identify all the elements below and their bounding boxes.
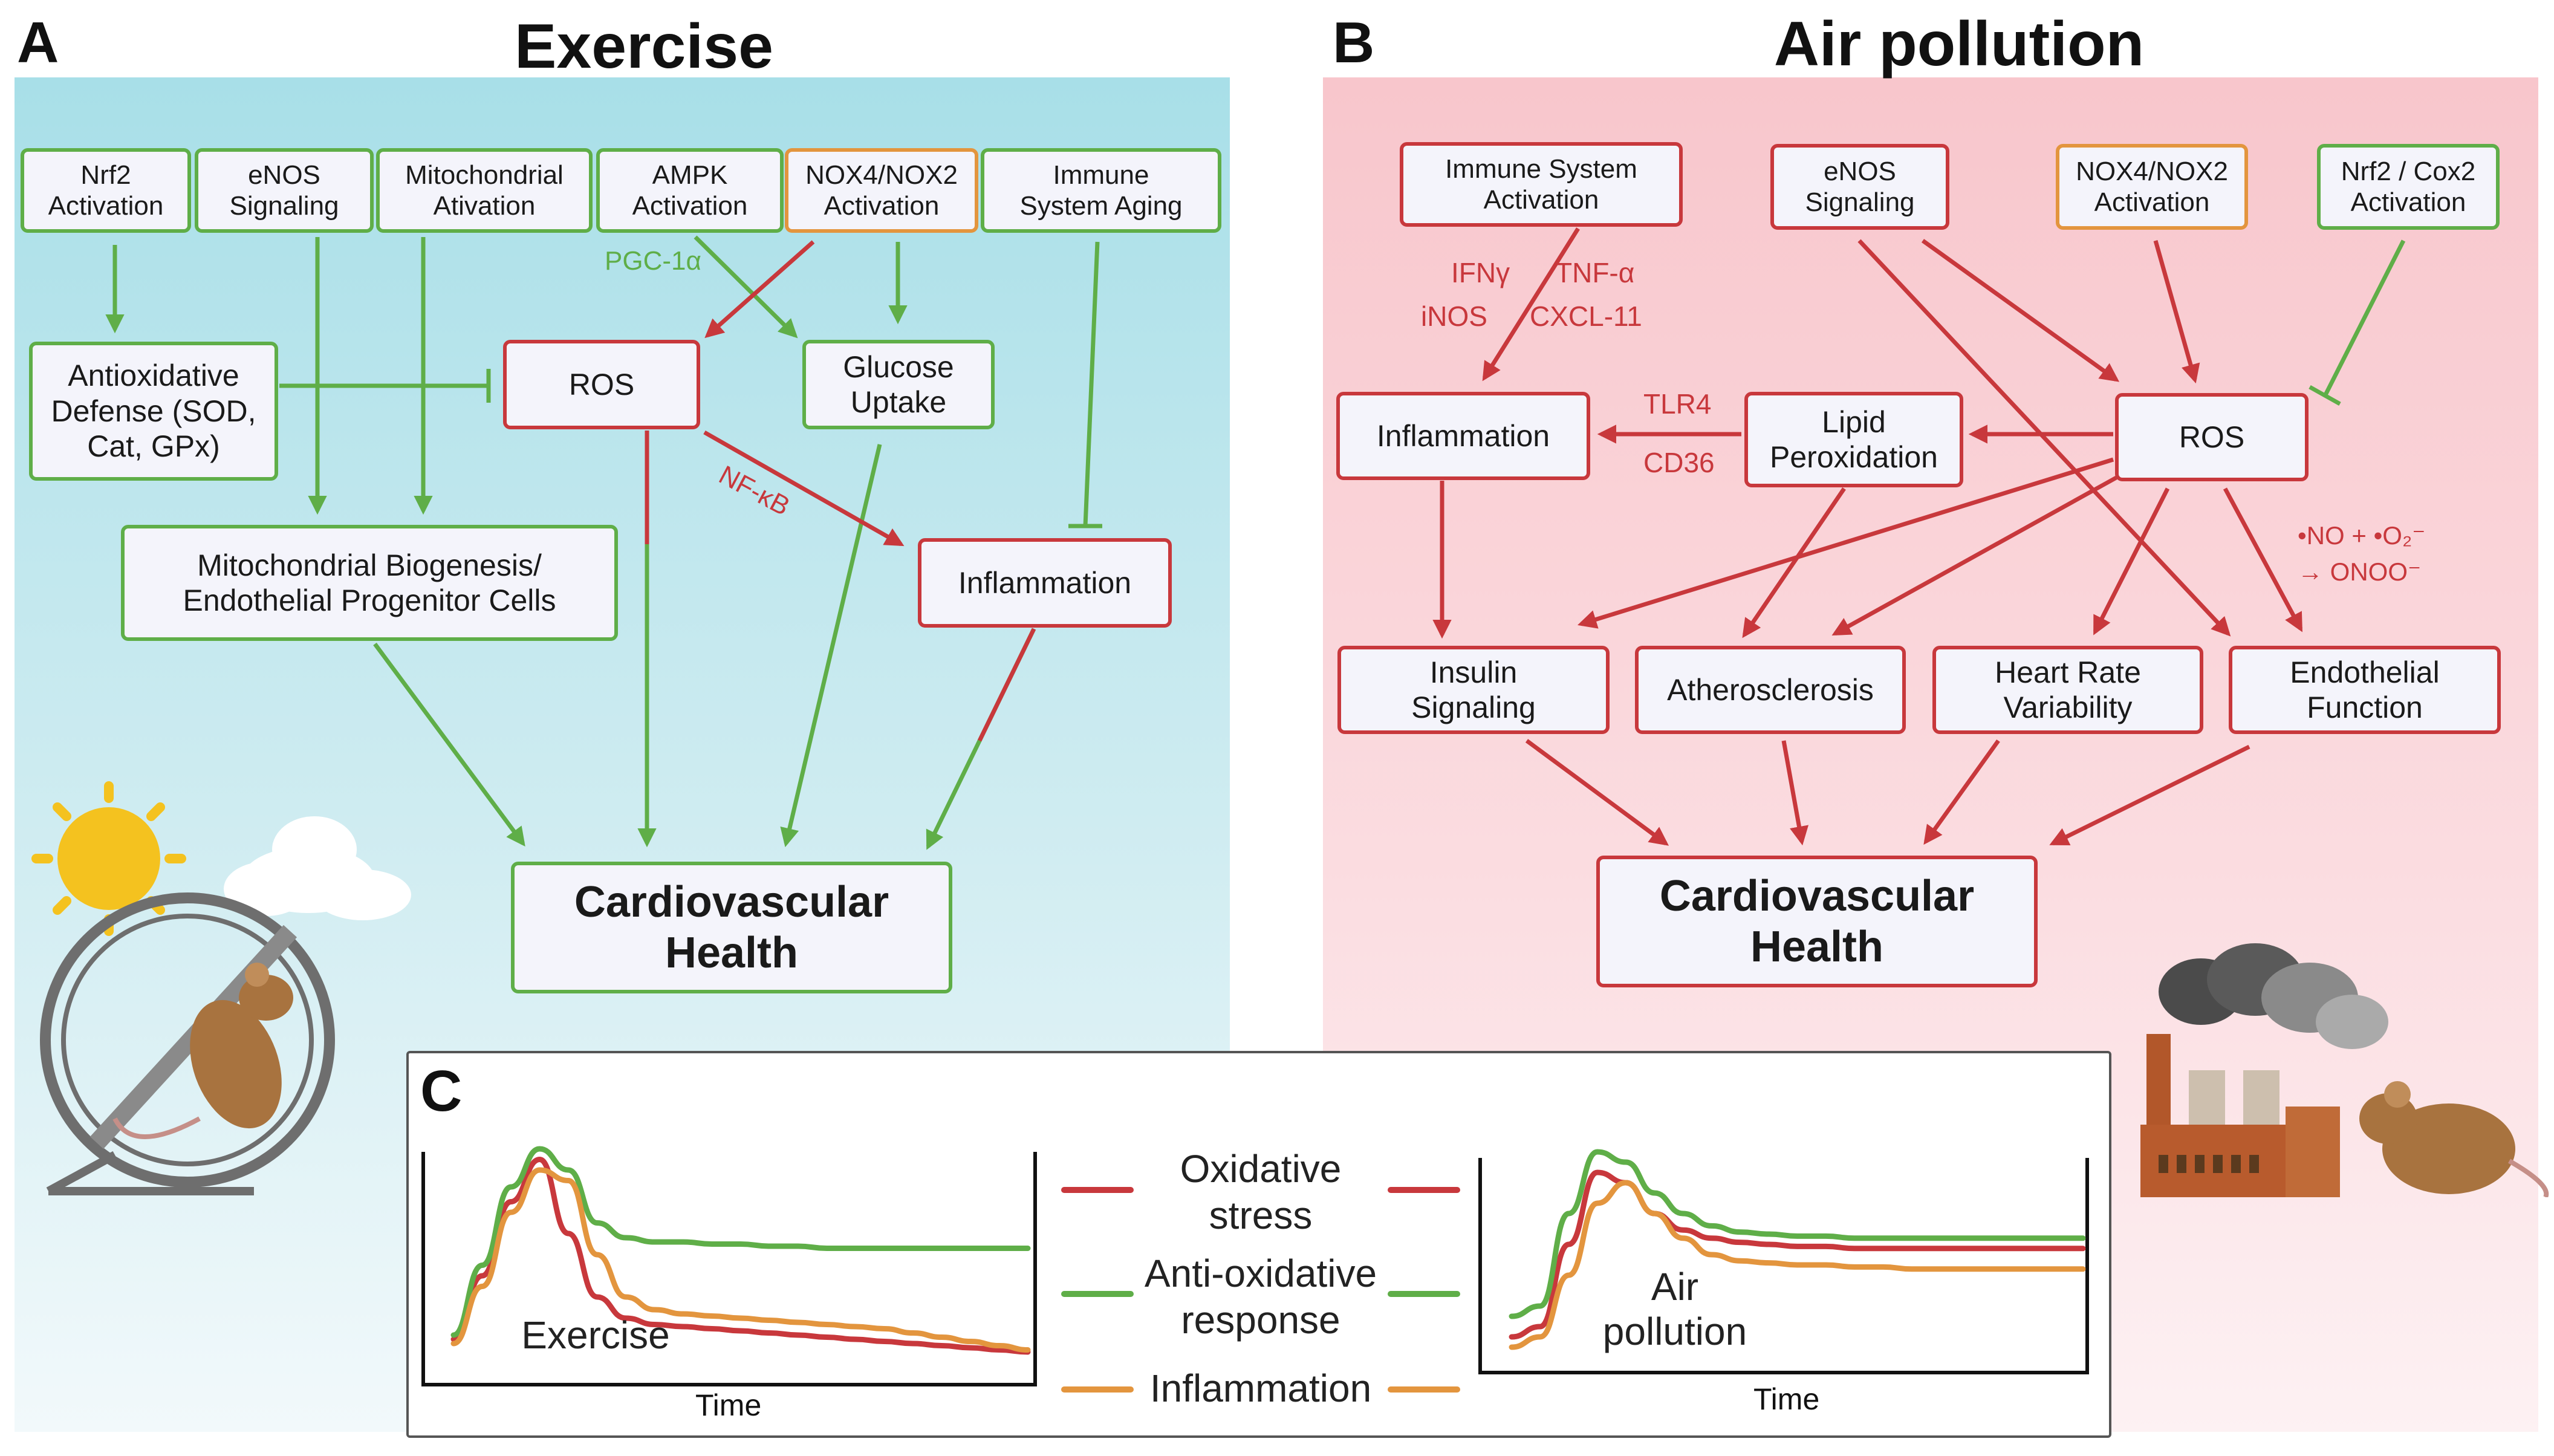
cloud-icon [224, 816, 411, 920]
chart1-series-anti-oxidative-response [450, 1146, 1031, 1338]
node-pollution-ros: ROS [2115, 393, 2309, 481]
node-ampk-activation: AMPK Activation [596, 148, 784, 233]
right-chart-label: Air pollution [1602, 1265, 1747, 1353]
arrow-insulin-cardio [1525, 739, 1669, 846]
mouse-icon [2359, 1081, 2549, 1197]
hamster-wheel-illustration [31, 781, 411, 1195]
node-immune-system-aging: Immune System Aging [981, 148, 1221, 233]
label-onoo: → ONOO⁻ [2298, 557, 2422, 586]
node-inflammation: Inflammation [918, 538, 1172, 628]
mouse-icon [112, 963, 293, 1139]
label-inos: iNOS [1421, 301, 1487, 332]
arrow-mito-cardio [373, 642, 525, 847]
factory-icon [2140, 1034, 2340, 1197]
panel-b-letter: B [1333, 10, 1375, 75]
panel-a-letter: A [17, 10, 59, 75]
node-immune-system-activation: Immune System Activation [1400, 142, 1683, 227]
node-mitochondrial-activation: Mitochondrial Ativation [376, 148, 593, 233]
arrow-nox-ros [2153, 240, 2200, 384]
node-pollution-nox-activation: NOX4/NOX2 Activation [2056, 144, 2248, 230]
label-no-o2: •NO + •O₂⁻ [2298, 521, 2426, 550]
inhibit-nrf2-ros [2322, 239, 2406, 397]
left-chart-label: Exercise [521, 1313, 670, 1357]
panel-a-title: Exercise [515, 11, 773, 82]
right-chart-xlabel: Time [1753, 1382, 1820, 1416]
chart1-series-inflammation [450, 1167, 1031, 1353]
line-inflammation-down [977, 628, 1036, 742]
inhibit-aging-inflammation [1083, 241, 1100, 527]
left-chart-axes [421, 1152, 1037, 1386]
node-glucose-uptake: Glucose Uptake [802, 340, 995, 429]
legend-inflammation: Inflammation [1149, 1367, 1372, 1410]
node-pollution-cardiovascular-health: Cardiovascular Health [1596, 856, 2038, 987]
node-nox-activation: NOX4/NOX2 Activation [785, 148, 978, 233]
node-nrf2-cox2-activation: Nrf2 / Cox2 Activation [2317, 144, 2500, 230]
panel-b-title: Air pollution [1773, 9, 2145, 79]
label-pgc1a: PGC-1α [605, 246, 701, 276]
label-cd36: CD36 [1643, 447, 1715, 478]
arrow-nox-ros [704, 240, 815, 339]
node-lipid-peroxidation: Lipid Peroxidation [1744, 392, 1963, 487]
node-mitochondrial-biogenesis: Mitochondrial Biogenesis/ Endothelial Pr… [121, 525, 618, 641]
node-nrf2-activation: Nrf2 Activation [21, 148, 191, 233]
panel-c-letter: C [420, 1059, 463, 1123]
node-cardiovascular-health: Cardiovascular Health [511, 862, 952, 993]
node-enos-signaling: eNOS Signaling [195, 148, 374, 233]
arrow-enos-endothelial [1857, 239, 2231, 637]
left-chart-xlabel: Time [695, 1388, 762, 1422]
factory-mouse-illustration [2140, 943, 2549, 1197]
arrow-ros-hrv [2093, 487, 2170, 635]
arrow-enos-ros [1921, 239, 2120, 382]
chart1-series-oxidative-stress [450, 1156, 1031, 1355]
node-heart-rate-variability: Heart Rate Variability [1932, 646, 2203, 734]
arrow-athero-cardio [1781, 740, 1809, 846]
node-pollution-inflammation: Inflammation [1336, 392, 1590, 480]
node-atherosclerosis: Atherosclerosis [1635, 646, 1906, 734]
arrow-glucose-cardio [780, 444, 882, 848]
chart2-series-oxidative-stress [1509, 1169, 2086, 1340]
node-insulin-signaling: Insulin Signaling [1337, 646, 1610, 734]
inhibit-nrf2-ros-bar [2309, 385, 2341, 406]
chart2-series-anti-oxidative-response [1509, 1149, 2086, 1319]
label-tnfa: TNF-α [1555, 257, 1635, 288]
legend-anti-oxidative-response: Anti-oxidative response [1144, 1252, 1377, 1342]
node-pollution-enos-signaling: eNOS Signaling [1770, 144, 1949, 230]
node-ros: ROS [503, 340, 700, 429]
sun-icon [31, 781, 186, 936]
right-chart-axes [1478, 1158, 2089, 1374]
legend-oxidative-stress: Oxidative stress [1180, 1147, 1342, 1237]
arrow-lipid-athero [1742, 487, 1846, 639]
label-cxcl11: CXCL-11 [1530, 301, 1642, 332]
arrow-hrv-cardio [1923, 739, 2000, 845]
arrow-immune-inflammation [1482, 227, 1580, 382]
arrow-ros-inflammation [703, 430, 905, 547]
label-tlr4: TLR4 [1643, 388, 1712, 420]
arrow-ros-endothelial [2223, 487, 2303, 632]
label-ifng: IFNγ [1451, 257, 1510, 288]
arrow-ros-athero [1831, 475, 2117, 636]
arrow-ampk-glucose [694, 235, 798, 339]
node-antioxidative-defense: Antioxidative Defense (SOD, Cat, GPx) [29, 342, 278, 481]
chart2-series-inflammation [1509, 1180, 2086, 1350]
smoke-icon [2159, 943, 2388, 1049]
arrow-ros-insulin [1577, 457, 2114, 629]
node-endothelial-function: Endothelial Function [2229, 646, 2501, 734]
arrow-endothelial-cardio [2049, 744, 2250, 846]
